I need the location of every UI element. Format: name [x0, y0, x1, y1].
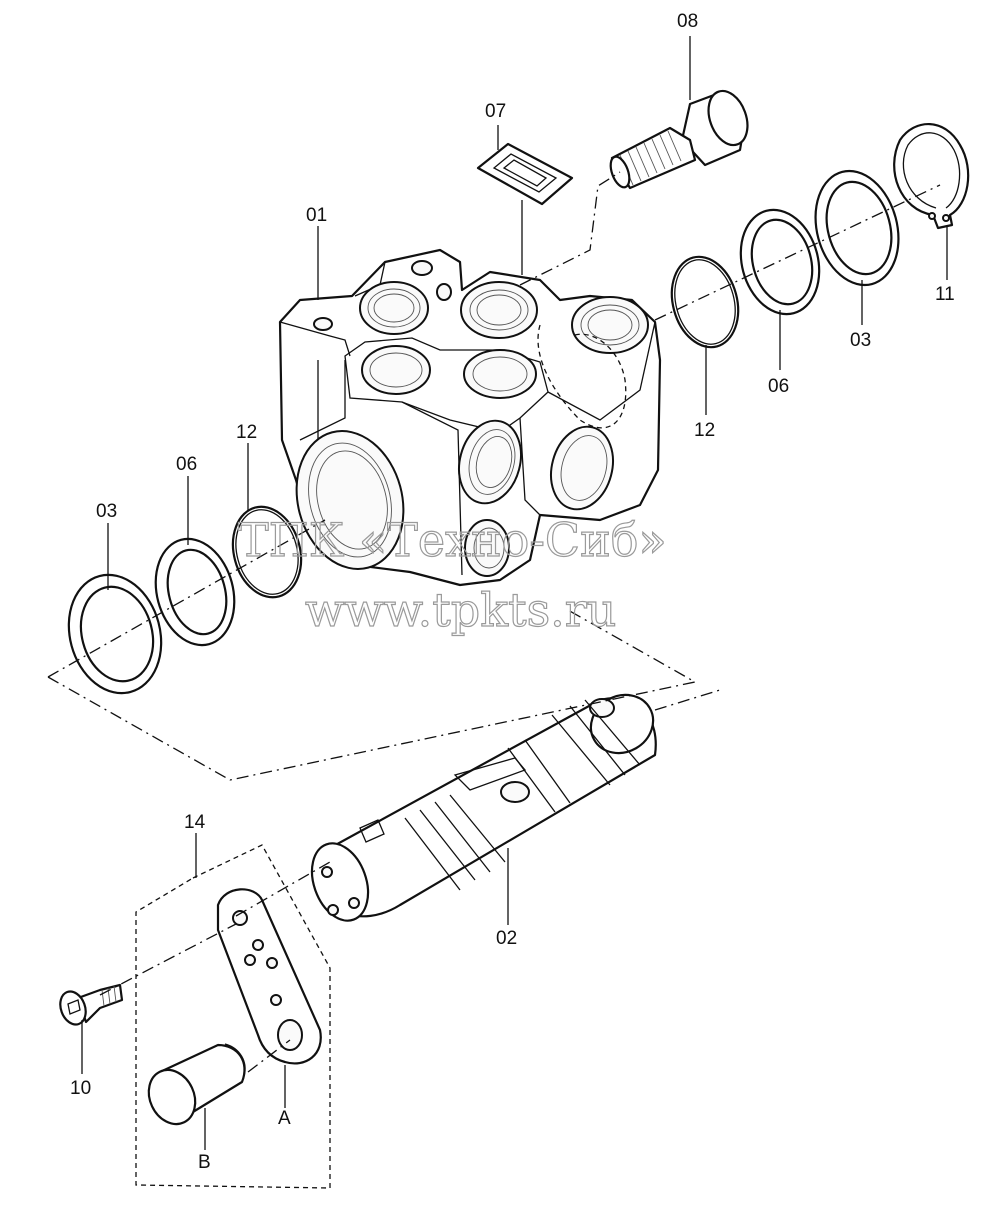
screw-part-10 [59, 983, 124, 1026]
label-part-12-right: 12 [694, 420, 715, 441]
washer-part-03-right [814, 169, 900, 287]
label-part-06-right: 06 [768, 376, 789, 397]
label-part-01: 01 [306, 205, 327, 226]
label-part-07: 07 [485, 101, 506, 122]
label-part-10: 10 [70, 1078, 91, 1099]
label-part-03-right: 03 [850, 330, 871, 351]
label-part-14: 14 [184, 812, 206, 833]
o-ring-part-12-right [670, 255, 740, 349]
watermark-company: ТПК «Техно-Сиб» [238, 513, 667, 567]
label-part-12-left: 12 [236, 422, 257, 443]
snap-ring-part-11 [893, 123, 970, 230]
o-ring-part-12-left [231, 505, 303, 599]
assembly-lines [47, 171, 941, 1073]
lever-part-a [216, 888, 322, 1065]
plate-part-07 [476, 142, 574, 206]
valve-body-part-01 [278, 248, 662, 587]
label-part-11: 11 [935, 284, 955, 305]
watermark-url: www.tpkts.ru [305, 583, 616, 637]
washer-part-03-left [67, 573, 163, 695]
label-part-06-left: 06 [176, 454, 197, 475]
label-part-03-left: 03 [96, 501, 117, 522]
leader-lines [81, 36, 948, 1150]
spool-part-02 [310, 693, 657, 922]
label-part-b: B [198, 1152, 211, 1173]
label-part-a: A [278, 1108, 291, 1129]
label-part-02: 02 [496, 928, 517, 949]
label-part-08: 08 [677, 11, 698, 32]
assembly-boundary-14 [135, 844, 331, 1189]
pin-part-b [147, 1043, 246, 1126]
plug-part-08 [609, 89, 749, 190]
washer-part-06-right [739, 208, 821, 316]
